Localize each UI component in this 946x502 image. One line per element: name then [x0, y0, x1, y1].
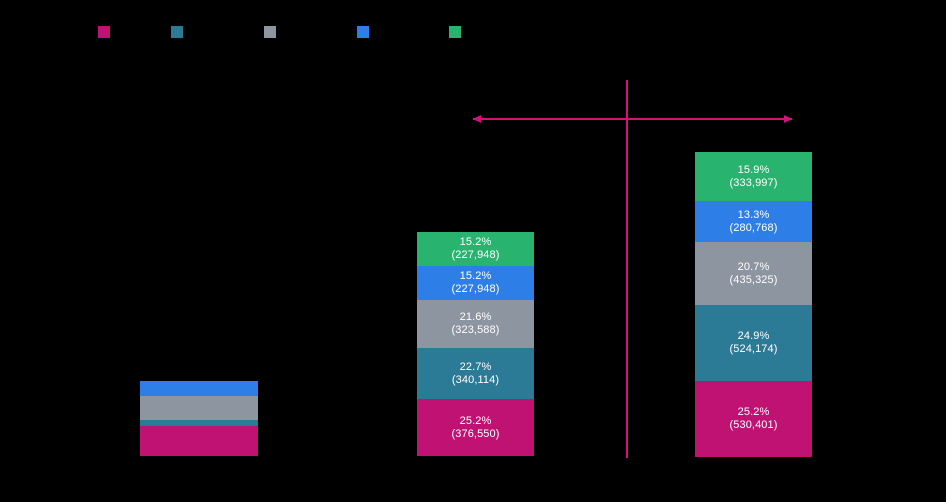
bar-left-segment-teal[interactable] [140, 420, 258, 426]
bar-left-segment-blue[interactable] [140, 381, 258, 396]
segment-count-label: (435,325) [729, 273, 778, 286]
segment-percent-label: 22.7% [459, 360, 492, 373]
bar-middle-segment-magenta[interactable]: 25.2%(376,550) [417, 399, 534, 456]
segment-percent-label: 13.3% [737, 208, 770, 221]
chart-legend [0, 0, 946, 62]
bar-middle-segment-blue[interactable]: 15.2%(227,948) [417, 266, 534, 300]
legend-item-series-green[interactable] [449, 25, 468, 39]
bar-middle-segment-green[interactable]: 15.2%(227,948) [417, 232, 534, 266]
segment-percent-label: 15.2% [459, 236, 492, 248]
segment-count-label: (524,174) [729, 343, 778, 355]
bar-middle-segment-gray[interactable]: 21.6%(323,588) [417, 300, 534, 348]
bar-left-segment-magenta[interactable] [140, 426, 258, 456]
segment-percent-label: 24.9% [737, 330, 770, 342]
bar-left-segment-gray[interactable] [140, 396, 258, 420]
segment-percent-label: 15.9% [737, 163, 770, 176]
segment-count-label: (376,550) [451, 427, 500, 440]
legend-swatch-icon [98, 26, 110, 38]
segment-count-label: (280,768) [729, 221, 778, 234]
legend-swatch-icon [357, 26, 369, 38]
bar-right-segment-green[interactable]: 15.9%(333,997) [695, 152, 812, 201]
bar-right-segment-gray[interactable]: 20.7%(435,325) [695, 242, 812, 305]
segment-count-label: (340,114) [451, 373, 500, 386]
segment-percent-label: 15.2% [459, 270, 492, 282]
legend-swatch-icon [449, 26, 461, 38]
legend-item-series-blue[interactable] [357, 25, 376, 39]
legend-swatch-icon [264, 26, 276, 38]
segment-count-label: (227,948) [451, 283, 500, 295]
bar-right-segment-blue[interactable]: 13.3%(280,768) [695, 201, 812, 242]
legend-item-series-gray[interactable] [264, 25, 283, 39]
bar-right: 15.9%(333,997)13.3%(280,768)20.7%(435,32… [695, 152, 812, 457]
legend-swatch-icon [171, 26, 183, 38]
bar-right-segment-magenta[interactable]: 25.2%(530,401) [695, 381, 812, 457]
segment-percent-label: 21.6% [459, 311, 492, 323]
segment-percent-label: 25.2% [459, 414, 492, 427]
segment-count-label: (333,997) [729, 176, 778, 189]
segment-count-label: (227,948) [451, 249, 500, 261]
legend-item-series-magenta[interactable] [98, 25, 117, 39]
segment-count-label: (530,401) [729, 419, 778, 431]
bar-left [140, 381, 258, 456]
legend-item-series-teal[interactable] [171, 25, 190, 39]
bar-middle: 15.2%(227,948)15.2%(227,948)21.6%(323,58… [417, 232, 534, 456]
segment-percent-label: 20.7% [737, 260, 770, 273]
segment-percent-label: 25.2% [737, 406, 770, 418]
bar-right-segment-teal[interactable]: 24.9%(524,174) [695, 305, 812, 381]
bar-middle-segment-teal[interactable]: 22.7%(340,114) [417, 348, 534, 399]
segment-count-label: (323,588) [451, 324, 500, 336]
